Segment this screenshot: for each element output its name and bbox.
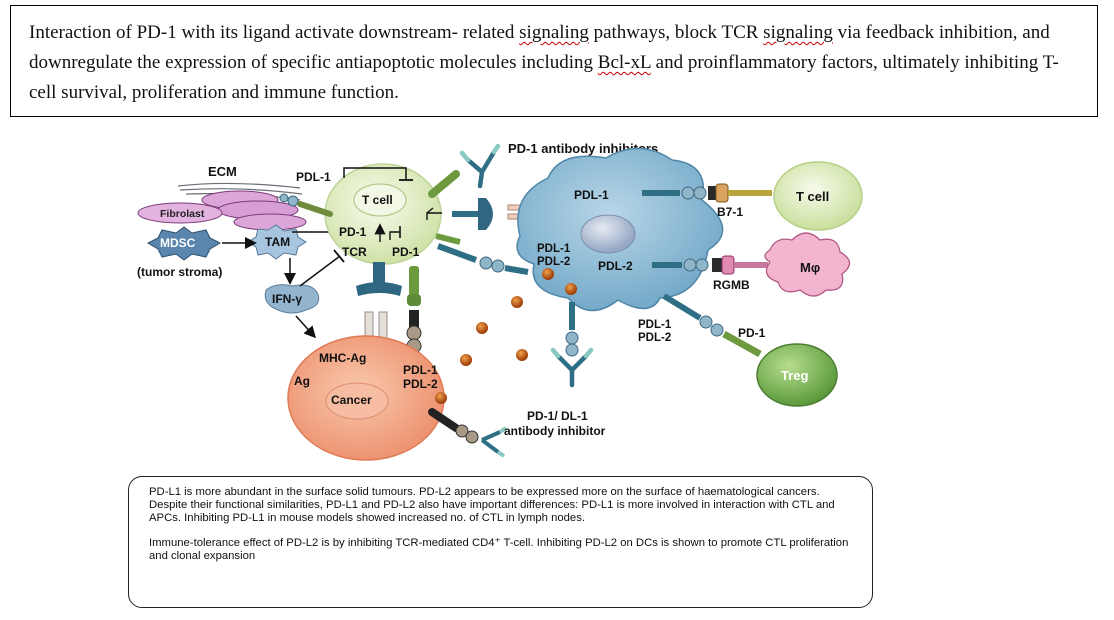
apc-pdl1-mid-label: PDL-1 <box>537 243 571 255</box>
pdl2-rgmb-receptor <box>652 255 768 275</box>
ifn-gamma-shape <box>264 284 320 314</box>
pdl1-inhibit-bracket <box>343 167 407 180</box>
ag-label: Ag <box>294 374 310 388</box>
pd1-right-label: PD-1 <box>392 245 420 259</box>
b7-1-label: B7-1 <box>717 205 743 219</box>
pdl1-fibro-receptor <box>279 193 333 217</box>
notes-paragraph-2: Immune-tolerance effect of PD-L2 is by i… <box>149 537 849 562</box>
dl1-inhibitor-line1: PD-1/ DL-1 <box>527 409 588 423</box>
pd1-left-label: PD-1 <box>339 225 367 239</box>
pd1-dl1-antibody <box>550 302 594 388</box>
ifn-inhibit-line <box>299 255 341 287</box>
apc-pdl1-low-label: PDL-1 <box>638 319 672 331</box>
t-cell-right-label: T cell <box>796 189 829 204</box>
pdl-treg-receptor <box>662 293 762 358</box>
ifn-inhibit-bar <box>333 249 345 263</box>
fibroblast-label: Fibrolast <box>160 208 205 220</box>
treg-cell <box>756 343 838 407</box>
t-cell-nucleus <box>353 183 407 217</box>
cancer-nucleus <box>325 382 389 420</box>
pd1-pathway-diagram: Fibrolast ECM MDSC (tumor stroma) TAM IF… <box>0 120 1114 615</box>
cancer-label: Cancer <box>331 393 372 407</box>
ifn-to-cancer-arrow <box>295 315 317 339</box>
rgmb-label: RGMB <box>713 278 750 292</box>
tumor-stroma-label: (tumor stroma) <box>137 265 222 279</box>
cancer-pdl1-label: PDL-1 <box>403 363 438 377</box>
dl1-inhibitor-line2: antibody inhibitor <box>504 424 606 438</box>
treg-label: Treg <box>781 368 809 383</box>
fibroblast-cluster <box>137 190 307 231</box>
cancer-antibody-inhibitor <box>428 408 508 458</box>
t-cell-right <box>773 161 863 231</box>
ifn-gamma-label: IFN-γ <box>272 292 302 306</box>
notes-paragraph-1: PD-L1 is more abundant in the surface so… <box>149 486 835 524</box>
tam-label: TAM <box>265 235 290 249</box>
caption-box: Interaction of PD-1 with its ligand acti… <box>10 5 1098 117</box>
apc-pdl1-top-label: PDL-1 <box>574 188 609 202</box>
apc-pdl2-mid-label: PDL-2 <box>537 256 570 268</box>
apc-pdl2-low-label: PDL-2 <box>638 332 671 344</box>
macrophage-cell <box>764 232 851 297</box>
apc-tcell-receptors <box>435 233 529 275</box>
macrophage-label: Mφ <box>800 260 820 275</box>
spell-flag-word: signaling <box>519 22 589 43</box>
mdsc-label: MDSC <box>160 236 196 250</box>
tcr-label: TCR <box>342 245 367 259</box>
spell-flag-word: signaling <box>763 22 833 43</box>
diagram-canvas: Fibrolast ECM MDSC (tumor stroma) TAM IF… <box>137 141 863 461</box>
t-cell-center-label: T cell <box>362 193 393 207</box>
ecm-label: ECM <box>208 164 237 179</box>
notes-box: PD-L1 is more abundant in the surface so… <box>128 476 873 608</box>
mhc-ag-label: MHC-Ag <box>319 351 366 365</box>
tcr-mhc-complex <box>356 262 402 343</box>
apc-pdl2-right-label: PDL-2 <box>598 259 633 273</box>
cancer-pdl2-label: PDL-2 <box>403 377 438 391</box>
treg-pd1-label: PD-1 <box>738 326 766 340</box>
apc-nucleus <box>580 214 636 254</box>
apc-feedback-tick <box>426 207 434 214</box>
pdl1-b7-receptor <box>642 183 772 203</box>
caption-text: Interaction of PD-1 with its ligand acti… <box>29 22 1059 103</box>
pd1-antibody-inhibitor-top <box>428 143 501 198</box>
pdl1-top-label: PDL-1 <box>296 170 331 184</box>
spell-flag-word: Bcl-xL <box>597 52 651 73</box>
cytokine-dots <box>435 268 577 404</box>
pd1-feedback-line <box>389 231 400 240</box>
mdsc-cell <box>146 226 222 261</box>
